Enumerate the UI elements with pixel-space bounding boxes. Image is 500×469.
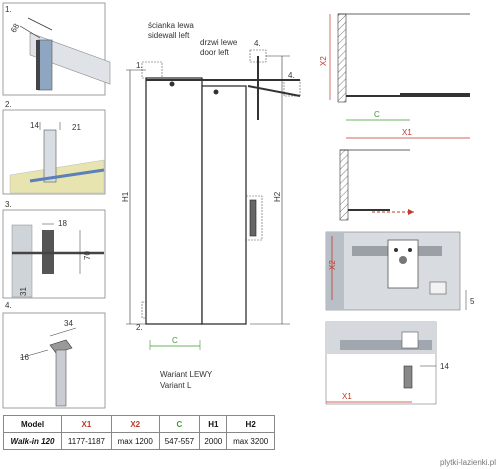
dim-18: 18 — [58, 219, 67, 228]
cell-x2: max 1200 — [110, 432, 160, 450]
cell-h1: 2000 — [199, 432, 228, 450]
detail-3-label: 3. — [5, 200, 12, 209]
cell-h2: max 3200 — [226, 432, 275, 450]
section-x2-detail: X2 5 — [325, 231, 475, 311]
spec-table-row: Walk-in 120 1177-1187 max 1200 547-557 2… — [3, 432, 275, 450]
front-view: ścianka lewa sidewall left drzwi lewe do… — [121, 21, 301, 390]
header-x1: X1 — [60, 415, 112, 433]
header-h1: H1 — [199, 415, 228, 433]
callout-2: 2. — [136, 323, 143, 332]
plan-dim-x1: X1 — [402, 128, 412, 137]
cell-x1: 1177-1187 — [60, 432, 112, 450]
plan-view: X2 C X1 — [319, 13, 470, 139]
callout-4-top: 4. — [254, 39, 261, 48]
detail-3: 3. 18 70 31 — [2, 200, 106, 299]
label-door-pl: drzwi lewe — [200, 38, 238, 47]
sliding-diagram — [339, 149, 414, 221]
header-h2: H2 — [226, 415, 275, 433]
detail-1: 1. 68 — [2, 2, 111, 96]
plan-dim-c: C — [374, 110, 380, 119]
dim-21: 21 — [72, 123, 81, 132]
dim-34: 34 — [64, 319, 73, 328]
detail-2-label: 2. — [5, 100, 12, 109]
dim-31: 31 — [19, 287, 28, 296]
cell-model: Walk-in 120 — [3, 432, 62, 450]
dim-14: 14 — [30, 121, 39, 130]
header-c: C — [158, 415, 201, 433]
dim-14-right: 14 — [440, 362, 449, 371]
header-model: Model — [3, 415, 62, 433]
plan-dim-x2: X2 — [319, 56, 328, 66]
dim-h2: H2 — [273, 191, 282, 202]
variant-pl: Wariant LEWY — [160, 370, 213, 379]
section-dim-x1: X1 — [342, 392, 352, 401]
section-dim-x2: X2 — [328, 260, 337, 270]
dim-c: C — [172, 336, 178, 345]
dim-5: 5 — [470, 297, 475, 306]
spec-table: Model X1 X2 C H1 H2 Walk-in 120 1177-118… — [3, 415, 275, 450]
detail-4-label: 4. — [5, 301, 12, 310]
spec-table-header: Model X1 X2 C H1 H2 — [3, 415, 275, 433]
cell-c: 547-557 — [158, 432, 201, 450]
detail-1-label: 1. — [5, 5, 12, 14]
dim-70: 70 — [83, 251, 92, 260]
label-sidewall-en: sidewall left — [148, 31, 190, 40]
callout-1: 1. — [136, 61, 143, 70]
watermark: plytki-lazienki.pl — [439, 458, 496, 467]
dim-h1: H1 — [121, 191, 130, 202]
detail-2: 2. 14 21 — [2, 100, 106, 195]
bottom-right-detail: 14 X1 — [325, 321, 449, 405]
callout-4-side: 4. — [288, 71, 295, 80]
detail-4: 4. 34 16 — [2, 301, 106, 409]
dim-16: 16 — [20, 353, 29, 362]
header-x2: X2 — [110, 415, 160, 433]
label-door-en: door left — [200, 48, 230, 57]
label-sidewall-pl: ścianka lewa — [148, 21, 194, 30]
variant-en: Variant L — [160, 381, 192, 390]
